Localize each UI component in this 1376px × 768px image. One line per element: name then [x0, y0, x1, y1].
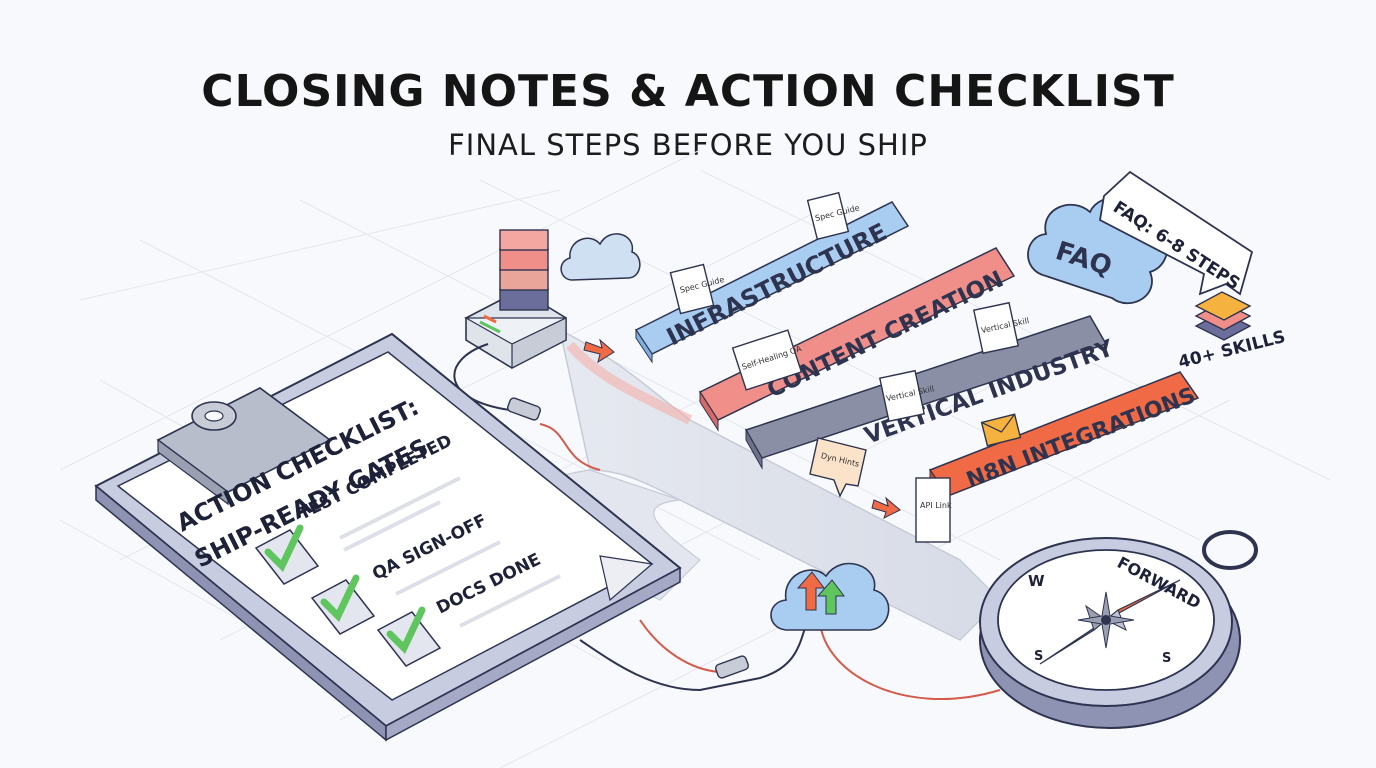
- compass-south-west: S: [1034, 649, 1043, 664]
- svg-text:API Link: API Link: [920, 501, 952, 510]
- doc-tag-api-link: API Link: [915, 477, 952, 543]
- layers-icon: [1194, 291, 1252, 341]
- direction-arrow-icon: [871, 496, 901, 519]
- upload-arrows-icon: [770, 562, 890, 631]
- compass-south-east: S: [1162, 651, 1171, 666]
- cables: [453, 343, 1001, 700]
- checkmark-icon: [264, 524, 304, 572]
- doc-tag-dyn-hints: Dyn Hints: [809, 437, 867, 498]
- cable-connector: [506, 397, 750, 679]
- checkmark-icon: [320, 574, 360, 622]
- compass-west: W: [1028, 572, 1045, 590]
- page-title: CLOSING NOTES & ACTION CHECKLIST: [201, 66, 1175, 117]
- cloud-icon: [560, 233, 641, 281]
- compass-icon[interactable]: W S S FORWARD: [979, 530, 1258, 729]
- envelope-icon: [980, 413, 1022, 447]
- doc-tag-self-healing: Self-Healing QA: [731, 329, 803, 391]
- direction-arrow-icon: [583, 338, 615, 364]
- server-stack-icon: [463, 229, 567, 369]
- checkmark-icon: [386, 606, 426, 654]
